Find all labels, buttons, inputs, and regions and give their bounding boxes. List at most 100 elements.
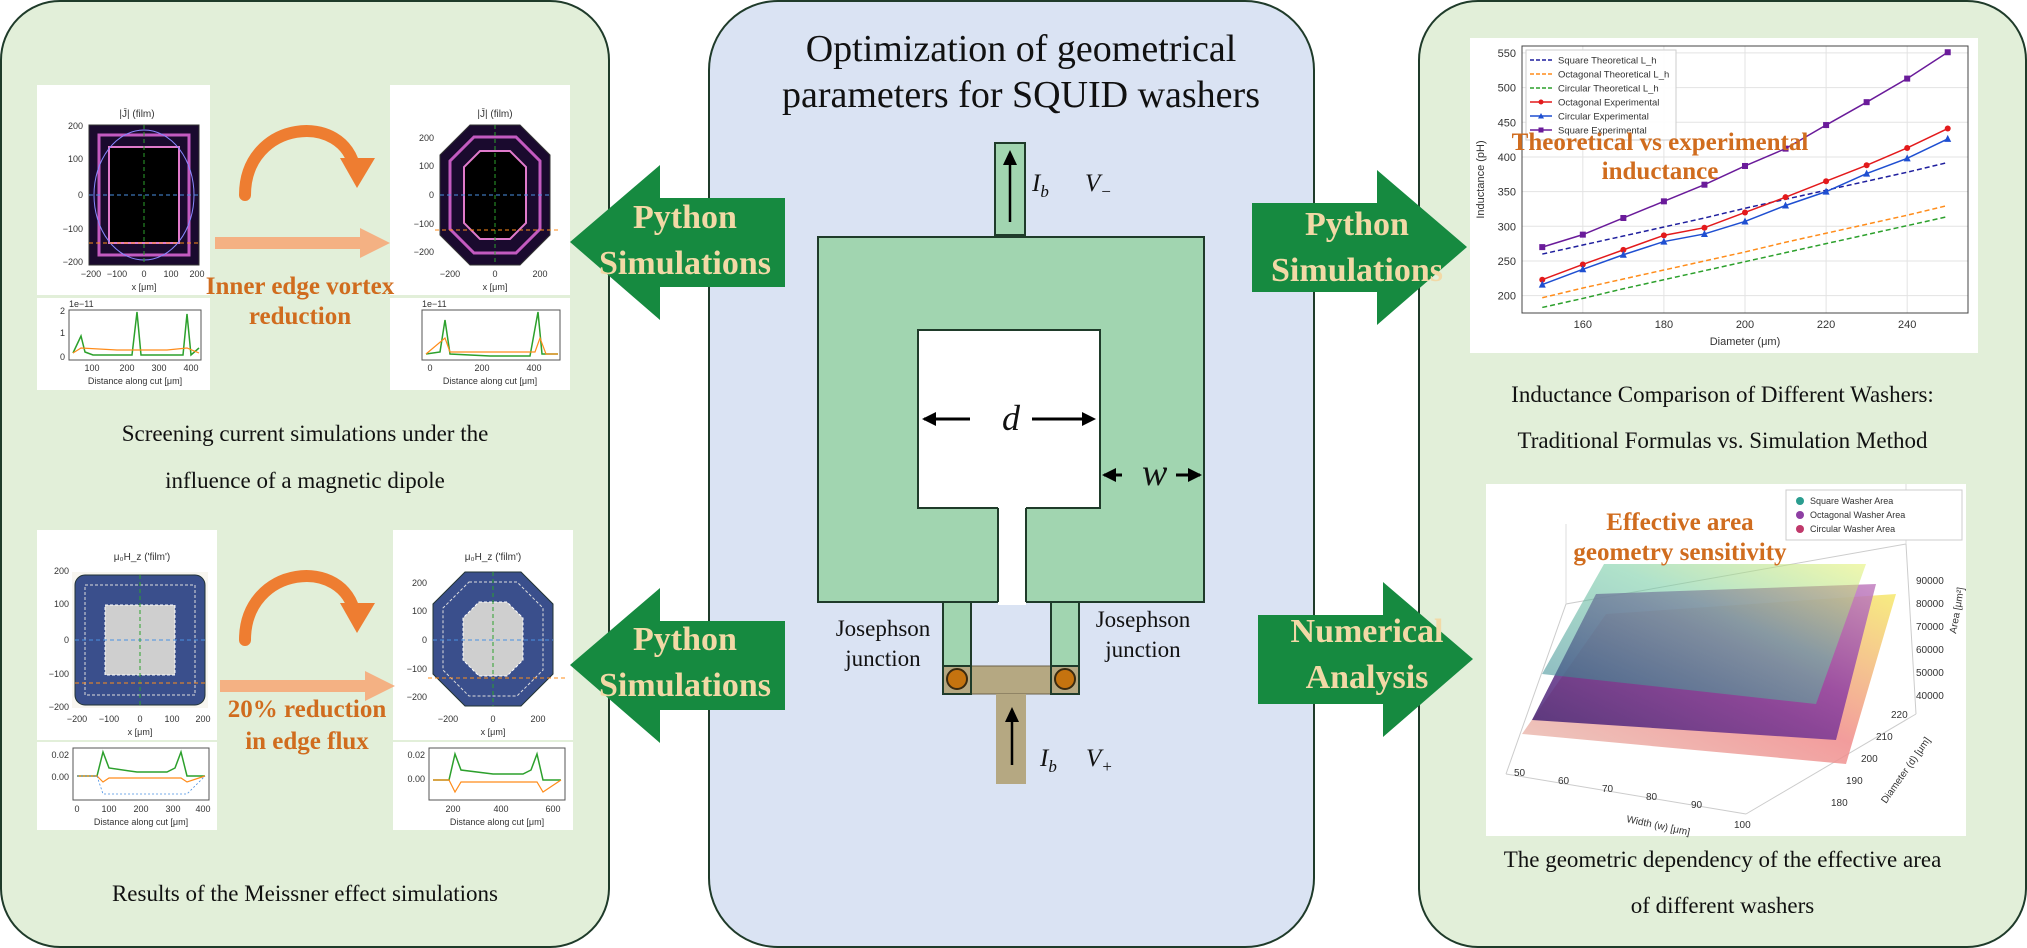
data-point <box>1538 280 1546 288</box>
data-point <box>1660 237 1668 245</box>
straight-arrow-top <box>215 228 390 258</box>
ytick: −200 <box>63 257 83 267</box>
x-axis-label: x [μm] <box>132 282 157 292</box>
right-arrow-bottom <box>1258 582 1473 737</box>
y-tick-label: 250 <box>1498 256 1516 268</box>
right-arrow-top-text-1: Python <box>1305 206 1409 243</box>
x-axis-label: Distance along cut [μm] <box>450 817 544 827</box>
octagon-field-svg: μ₀H_z ('film') 200 100 0 −100 −200 −200 … <box>407 552 565 737</box>
vplus-symbol: V <box>1086 745 1102 772</box>
jj-right-label-2: junction <box>1105 637 1181 662</box>
xtick: 200 <box>474 363 489 373</box>
data-point <box>1660 232 1667 239</box>
left-arrow-bottom-text-1: Python <box>633 621 737 658</box>
ytick: 200 <box>54 566 69 576</box>
ib-top-symbol: I <box>1032 170 1041 197</box>
inner-edge-label-1: Inner edge vortex <box>205 273 395 300</box>
left-arrow-top <box>570 165 785 320</box>
ytick: 180 <box>1831 798 1848 809</box>
x-axis-label: x [μm] <box>483 282 508 292</box>
xtick: 0 <box>490 714 495 724</box>
right-arrow-top <box>1252 170 1467 325</box>
theoretical-vs-experimental-label-1: Theoretical vs experimental <box>1511 129 1809 156</box>
xtick: −200 <box>438 714 458 724</box>
curved-arrow-top <box>239 125 375 201</box>
x-tick-label: 220 <box>1817 319 1835 331</box>
x-tick-label: 200 <box>1736 319 1754 331</box>
left-arrow-top-text-1: Python <box>633 199 737 236</box>
x-tick-label: 160 <box>1574 319 1592 331</box>
inductance-caption-1: Inductance Comparison of Different Washe… <box>1511 382 1934 407</box>
series-line-2 <box>1542 215 1948 309</box>
ytick: 1 <box>60 328 65 338</box>
data-point <box>1741 217 1749 225</box>
y-tick-label: 450 <box>1498 117 1516 129</box>
ytick: 0.00 <box>407 774 425 784</box>
data-point <box>1700 229 1708 237</box>
xtick: 50 <box>1514 768 1526 779</box>
square-cut-plot: 1e−11 2 1 0 100 200 300 400 Distance alo… <box>37 298 210 390</box>
plot-title: μ₀H_z ('film') <box>465 552 522 563</box>
data-point <box>1782 145 1789 152</box>
vminus-label: V− <box>1085 170 1112 202</box>
data-point <box>1539 244 1546 251</box>
ytick: 0.02 <box>407 750 425 760</box>
octagon-field-cut-plot: 0.02 0.00 200 400 600 Distance along cut… <box>393 742 573 830</box>
y-tick-label: 350 <box>1498 187 1516 199</box>
xtick: −100 <box>99 714 119 724</box>
series-line-1 <box>1542 204 1948 299</box>
xtick: 200 <box>445 804 460 814</box>
data-point <box>1539 276 1546 283</box>
octagon-cut-svg: 1e−11 0 200 400 Distance along cut [μm] <box>421 299 561 386</box>
xtick: 80 <box>1646 792 1658 803</box>
legend-label: Octagonal Theoretical L_h <box>1558 70 1669 81</box>
xtick: 400 <box>526 363 541 373</box>
ytick: −100 <box>414 219 434 229</box>
meissner-caption: Results of the Meissner effect simulatio… <box>111 881 499 906</box>
y-tick-label: 200 <box>1498 291 1516 303</box>
xtick: 0 <box>137 714 142 724</box>
effective-area-label-1: Effective area <box>1606 509 1754 536</box>
data-point <box>1944 134 1952 142</box>
left-arrow-bottom-text-2: Simulations <box>599 667 771 704</box>
legend-label: Circular Experimental <box>1558 112 1649 123</box>
effective-area-caption-1: The geometric dependency of the effectiv… <box>1503 847 1942 872</box>
ib-top-label: Ib <box>1032 170 1049 202</box>
xtick: 100 <box>1734 820 1751 831</box>
xtick: 400 <box>493 804 508 814</box>
legend-label: Square Experimental <box>1558 126 1647 137</box>
ib-bottom-label: Ib <box>1040 745 1057 777</box>
curved-arrow-bottom <box>239 570 375 646</box>
x-tick-label: 180 <box>1655 319 1673 331</box>
x-axis-label: x [μm] <box>481 727 506 737</box>
ytick: −200 <box>407 692 427 702</box>
legend-octagonal: Octagonal Washer Area <box>1810 510 1905 520</box>
data-point <box>1904 75 1911 82</box>
xtick: −200 <box>67 714 87 724</box>
square-field-cut-plot: 0.02 0.00 0 100 200 300 400 Distance alo… <box>37 742 217 830</box>
xtick: 200 <box>133 804 148 814</box>
square-current-plot: |J̄| (film) 200 100 0 −100 −200 −200 −10… <box>37 85 210 295</box>
data-point <box>1823 178 1830 185</box>
y-tick-label: 400 <box>1498 152 1516 164</box>
legend-dot-circular <box>1796 525 1804 533</box>
ytick: −100 <box>49 669 69 679</box>
w-label: w <box>1142 452 1168 494</box>
x-axis-label: Diameter (μm) <box>1710 336 1781 348</box>
edge-flux-label-1: 20% reduction <box>227 696 387 723</box>
legend-marker <box>1538 127 1544 133</box>
x-axis-label: Distance along cut [μm] <box>88 376 182 386</box>
jj-left-label-2: junction <box>845 646 921 671</box>
ytick: 100 <box>68 154 83 164</box>
xtick: 200 <box>530 714 545 724</box>
x-axis-label: Distance along cut [μm] <box>94 817 188 827</box>
ztick: 50000 <box>1916 668 1944 679</box>
right-arrow-bottom-text-2: Analysis <box>1305 659 1429 696</box>
y-axis-label: Diameter (d) [μm] <box>1879 735 1933 805</box>
legend-dot-octagonal <box>1796 511 1804 519</box>
effective-area-svg: Square Washer Area Octagonal Washer Area… <box>1505 484 1967 838</box>
data-point <box>1863 169 1871 177</box>
data-point <box>1619 250 1627 258</box>
y-axis-label: Inductance (pH) <box>1475 140 1487 218</box>
